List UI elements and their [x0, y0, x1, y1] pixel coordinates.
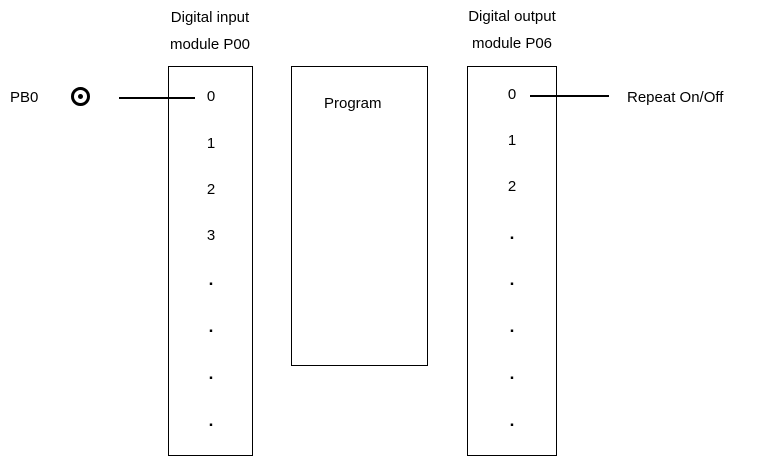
repeat-on-off-label: Repeat On/Off: [627, 89, 724, 106]
input-pin-3: 3: [206, 227, 216, 244]
output-module-title-line1: Digital output: [468, 8, 556, 25]
program-label: Program: [324, 95, 382, 112]
program-box: Program: [291, 66, 428, 366]
input-module-box: [168, 66, 253, 456]
input-module-title-line1: Digital input: [170, 9, 250, 26]
output-module-title-line2: module P06: [471, 35, 553, 52]
output-wire: [530, 95, 609, 97]
input-pin-1: 1: [206, 135, 216, 152]
output-pin-3: .: [509, 224, 515, 243]
pb0-label: PB0: [10, 89, 39, 106]
output-pin-2: 2: [507, 178, 517, 195]
output-pin-5: .: [509, 317, 515, 336]
output-pin-7: .: [509, 411, 515, 430]
output-module-box: [467, 66, 557, 456]
output-pin-0: 0: [507, 86, 517, 103]
push-button-icon: [71, 87, 90, 106]
input-pin-2: 2: [206, 181, 216, 198]
output-pin-6: .: [509, 364, 515, 383]
output-pin-1: 1: [507, 132, 517, 149]
input-module-title: Digital input module P00: [150, 8, 270, 54]
output-module-title: Digital output module P06: [449, 7, 575, 53]
input-pin-7: .: [208, 411, 214, 430]
input-pin-4: .: [208, 270, 214, 289]
input-pin-5: .: [208, 317, 214, 336]
output-pin-4: .: [509, 270, 515, 289]
input-wire: [119, 97, 195, 99]
input-pin-0: 0: [206, 88, 216, 105]
input-pin-6: .: [208, 364, 214, 383]
input-module-title-line2: module P00: [169, 36, 251, 53]
